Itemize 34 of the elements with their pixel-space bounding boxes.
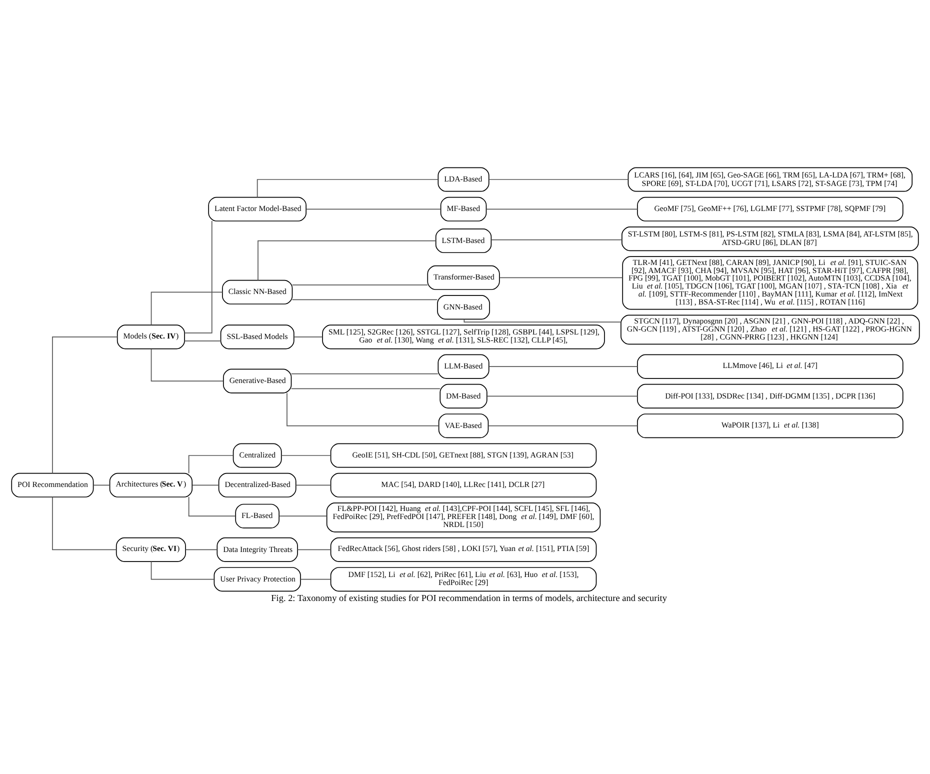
connector bbox=[294, 484, 331, 486]
connector bbox=[488, 366, 638, 367]
connector bbox=[291, 299, 438, 300]
connector bbox=[296, 549, 331, 550]
connector bbox=[150, 292, 222, 326]
connector bbox=[278, 516, 327, 517]
connector bbox=[150, 561, 214, 580]
connector bbox=[290, 388, 440, 390]
connector bbox=[52, 336, 118, 474]
connector bbox=[150, 348, 224, 382]
connector bbox=[487, 425, 638, 426]
connector bbox=[92, 484, 110, 486]
connector bbox=[286, 392, 439, 426]
connector bbox=[293, 336, 322, 338]
connector bbox=[184, 549, 217, 550]
connector bbox=[498, 277, 623, 278]
connector bbox=[486, 396, 638, 397]
connector bbox=[257, 240, 436, 281]
connector bbox=[184, 220, 212, 334]
connector bbox=[291, 284, 428, 286]
connector bbox=[52, 496, 116, 550]
connector bbox=[188, 496, 236, 517]
connector bbox=[488, 179, 628, 180]
caption: Fig. 2: Taxonomy of existing studies for POI recommendation in terms of models, architecture and security bbox=[270, 593, 666, 604]
connector bbox=[490, 239, 622, 240]
connector bbox=[184, 340, 221, 342]
connector bbox=[280, 455, 331, 456]
connector bbox=[188, 455, 234, 474]
connector bbox=[305, 208, 441, 210]
connector bbox=[256, 179, 438, 198]
connector bbox=[300, 578, 331, 580]
connector bbox=[485, 208, 638, 210]
connector bbox=[191, 484, 219, 486]
connector bbox=[290, 373, 438, 374]
